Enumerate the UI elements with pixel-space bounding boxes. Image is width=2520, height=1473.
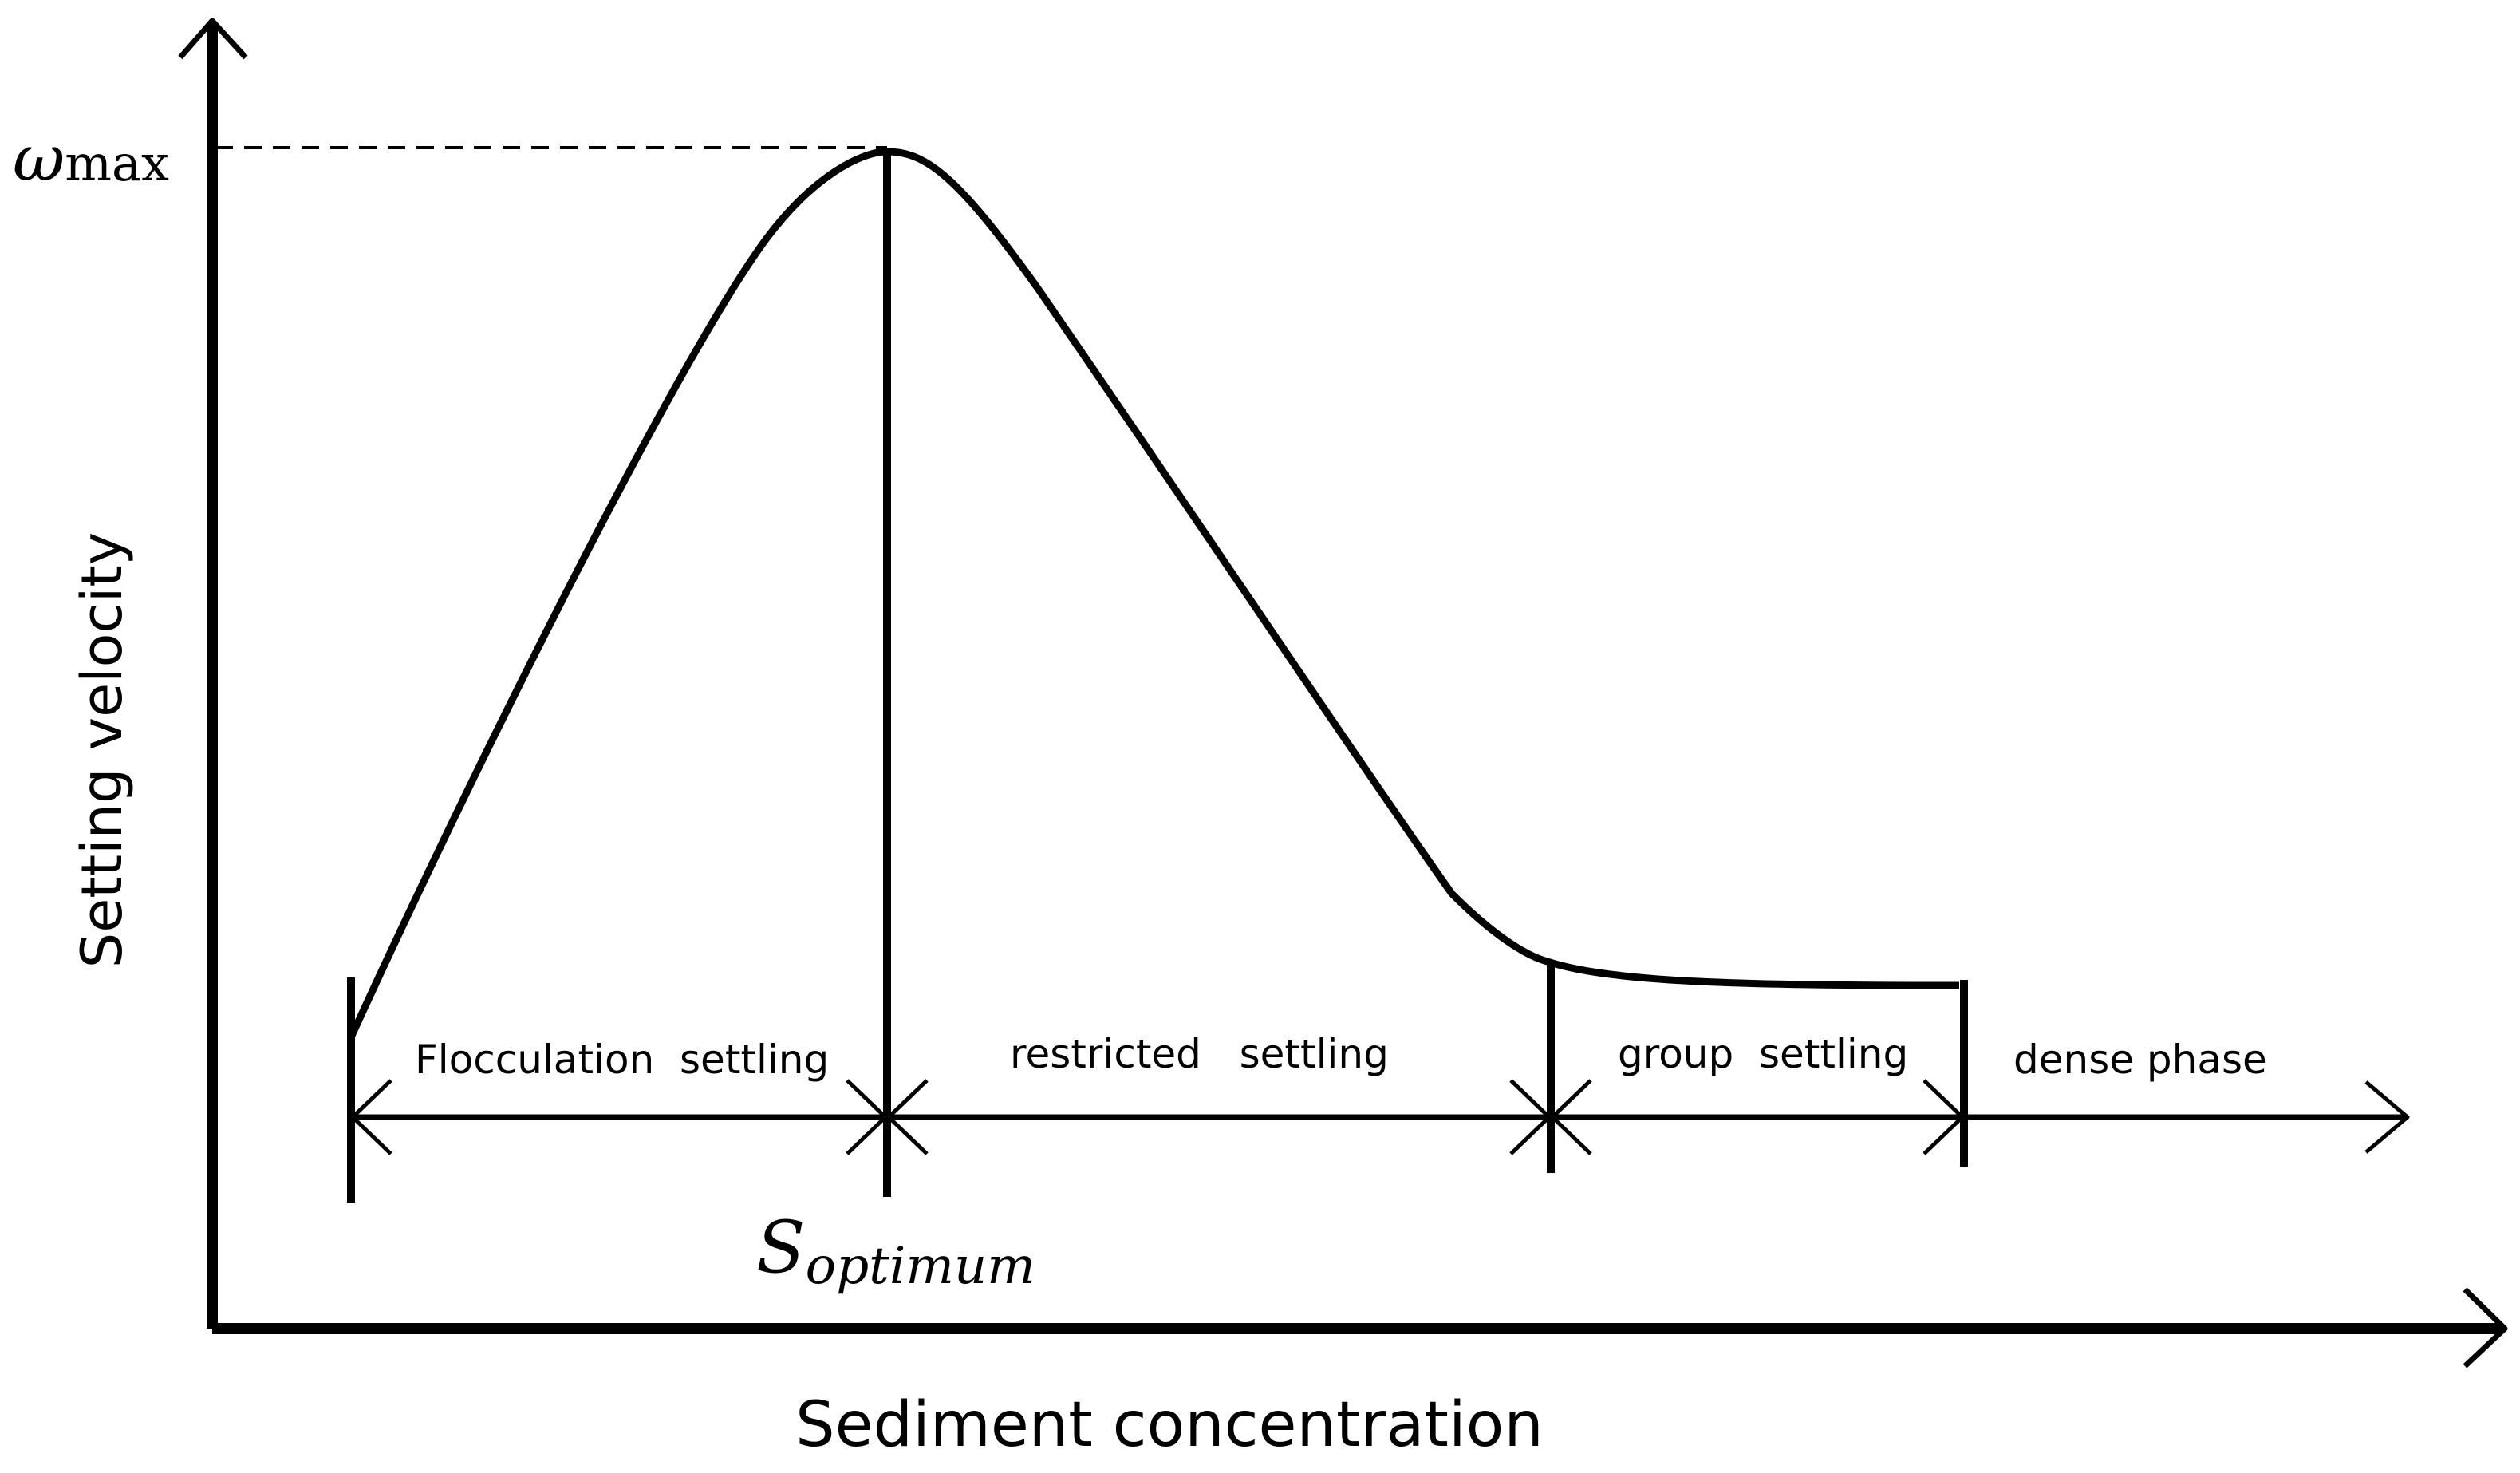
x-axis-arrowhead [2463, 1287, 2508, 1368]
region-labels: Flocculation settling restricted settlin… [415, 1031, 2267, 1083]
y-axis-arrowhead [178, 18, 248, 60]
arrowhead-restricted-right [1509, 1079, 1552, 1155]
arrowhead-group-left [1550, 1079, 1592, 1155]
omega-max-label: ωmax [13, 121, 169, 195]
region-axis-end-arrowhead [2364, 1080, 2410, 1154]
s-subscript: optimum [806, 1237, 1035, 1296]
y-axis-title: Setting velocity [69, 532, 135, 968]
settling-curve [347, 148, 1960, 1039]
region-label-dense: dense phase [2013, 1037, 2267, 1083]
s-symbol: S [756, 1206, 806, 1289]
region-label-group: group settling [1618, 1031, 1908, 1077]
arrowhead-flocculation-left [350, 1079, 392, 1155]
region-label-restricted: restricted settling [1010, 1031, 1389, 1077]
arrowhead-restricted-left [886, 1079, 929, 1155]
s-optimum-label: Soptimum [756, 1206, 1035, 1296]
region-axis [350, 1079, 2410, 1155]
axes [178, 18, 2508, 1368]
region-label-flocculation: Flocculation settling [415, 1037, 829, 1083]
arrowhead-flocculation-right [846, 1079, 888, 1155]
arrowhead-group-right [1923, 1079, 1965, 1155]
omega-symbol: ω [13, 121, 65, 195]
region-boundaries [347, 150, 1968, 1203]
omega-subscript: max [65, 134, 169, 192]
x-axis-title: Sediment concentration [795, 1389, 1544, 1461]
